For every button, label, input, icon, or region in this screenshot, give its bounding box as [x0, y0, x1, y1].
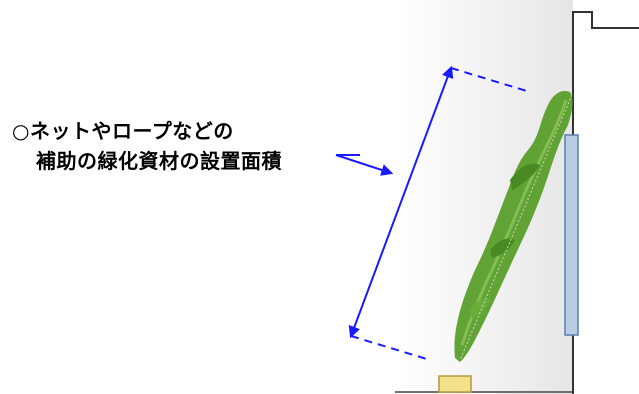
planter-box-icon — [438, 375, 472, 393]
building-wall — [572, 11, 639, 394]
annotation-subtitle: 補助の緑化資材の設置面積 — [36, 149, 282, 173]
window-icon — [564, 134, 579, 336]
ground-shade — [395, 0, 573, 394]
annotation-title: ○ネットやロープなどの — [12, 119, 234, 143]
area-annotation: ○ネットやロープなどの 補助の緑化資材の設置面積 — [12, 116, 282, 176]
green-wall-plant-icon — [454, 90, 573, 363]
leader-arrow — [335, 154, 394, 176]
dimension-arrow — [348, 65, 454, 339]
